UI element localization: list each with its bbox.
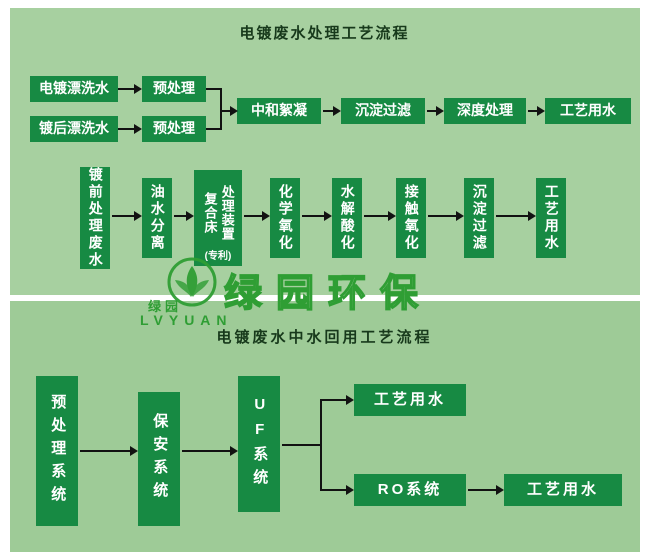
flow-arrow (528, 106, 545, 116)
box-pretreatment-2: 预处理 (142, 116, 206, 142)
flow-arrow (428, 211, 464, 221)
box-contact-oxidation: 接触氧化 (396, 178, 426, 258)
flow-arrow (244, 211, 270, 221)
box-oil-water-separation: 油水分离 (142, 178, 172, 258)
composite-bed-columns: 复合床 处理装置 (202, 174, 235, 251)
box-pretreatment-1: 预处理 (142, 76, 206, 102)
flow-arrow (323, 106, 341, 116)
box-sedimentation-filtration-1: 沉淀过滤 (341, 98, 425, 124)
flow-arrow (220, 106, 238, 116)
flow-arrow (320, 485, 354, 495)
brand-sub-en: LVYUAN (140, 312, 233, 328)
box-chemical-oxidation: 化学氧化 (270, 178, 300, 258)
flow-arrow (496, 211, 536, 221)
brand-sub-cn: 绿园 (148, 299, 183, 314)
box-process-water-top: 工艺用水 (354, 384, 466, 416)
bottom-title: 电镀废水中水回用工艺流程 (216, 329, 433, 346)
box-ro-system: RO系统 (354, 474, 466, 506)
merge-line-bottom (206, 128, 222, 130)
merge-line-top (206, 88, 222, 90)
box-hydrolysis-acidification: 水解酸化 (332, 178, 362, 258)
branch-line-horizontal (282, 444, 322, 446)
flow-arrow (80, 446, 138, 456)
top-title: 电镀废水处理工艺流程 (239, 25, 410, 42)
flow-arrow (364, 211, 396, 221)
flow-arrow (320, 395, 354, 405)
composite-bed-right-label: 处理装置 (219, 184, 235, 241)
patent-note: (专利) (204, 251, 232, 262)
flow-arrow (302, 211, 332, 221)
flow-arrow (427, 106, 444, 116)
flow-arrow (118, 84, 142, 94)
flow-arrow (118, 124, 142, 134)
flow-arrow (182, 446, 238, 456)
box-process-water-bottom: 工艺用水 (504, 474, 622, 506)
panel-bottom (10, 301, 640, 552)
box-plating-rinse-water: 电镀漂洗水 (30, 76, 118, 102)
flow-arrow (112, 211, 142, 221)
box-post-plating-rinse-water: 镀后漂洗水 (30, 116, 118, 142)
box-security-filter-system: 保安系统 (138, 392, 180, 526)
box-sedimentation-filtration-2: 沉淀过滤 (464, 178, 494, 258)
branch-line-vertical (320, 399, 322, 491)
brand-text: 绿园环保 (223, 272, 433, 316)
box-pretreatment-system: 预处理系统 (36, 376, 78, 526)
panel-top (10, 8, 640, 295)
flow-arrow (174, 211, 194, 221)
flow-arrow (468, 485, 504, 495)
box-uf-system: UF系统 (238, 376, 280, 512)
box-advanced-treatment: 深度处理 (444, 98, 526, 124)
merge-line-vertical (220, 88, 222, 130)
box-process-water-row2: 工艺用水 (536, 178, 566, 258)
box-neutralization-flocculation: 中和絮凝 (237, 98, 321, 124)
leaf-logo-icon (167, 257, 217, 307)
composite-bed-left-label: 复合床 (202, 191, 218, 234)
box-pre-plating-wastewater: 镀前处理废水 (80, 167, 110, 269)
box-process-water-row1: 工艺用水 (545, 98, 631, 124)
box-composite-bed-device: 复合床 处理装置 (专利) (194, 170, 242, 266)
